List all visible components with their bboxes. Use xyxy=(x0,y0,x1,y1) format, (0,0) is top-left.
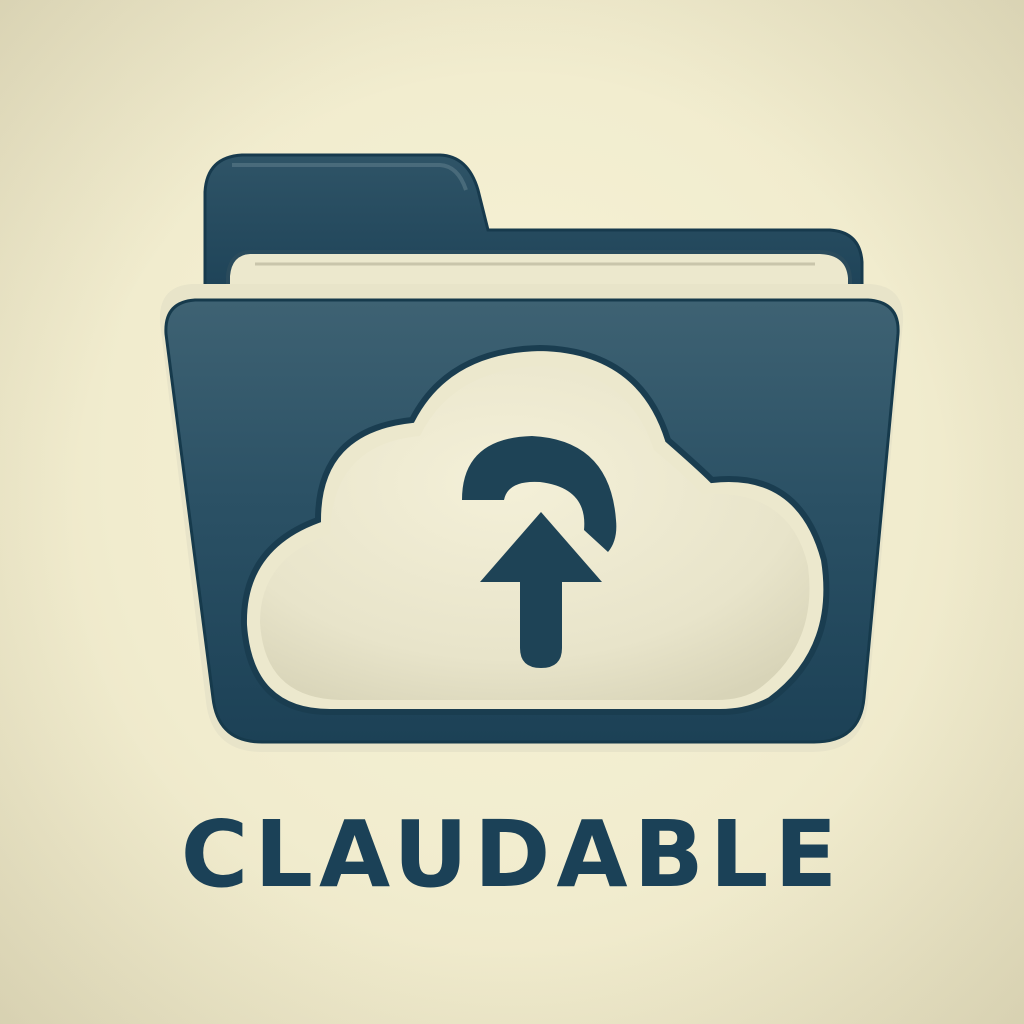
folder-cloud-upload-icon xyxy=(159,153,904,752)
upload-arrow-icon xyxy=(462,436,617,668)
brand-name: CLAUDABLE xyxy=(180,801,844,908)
